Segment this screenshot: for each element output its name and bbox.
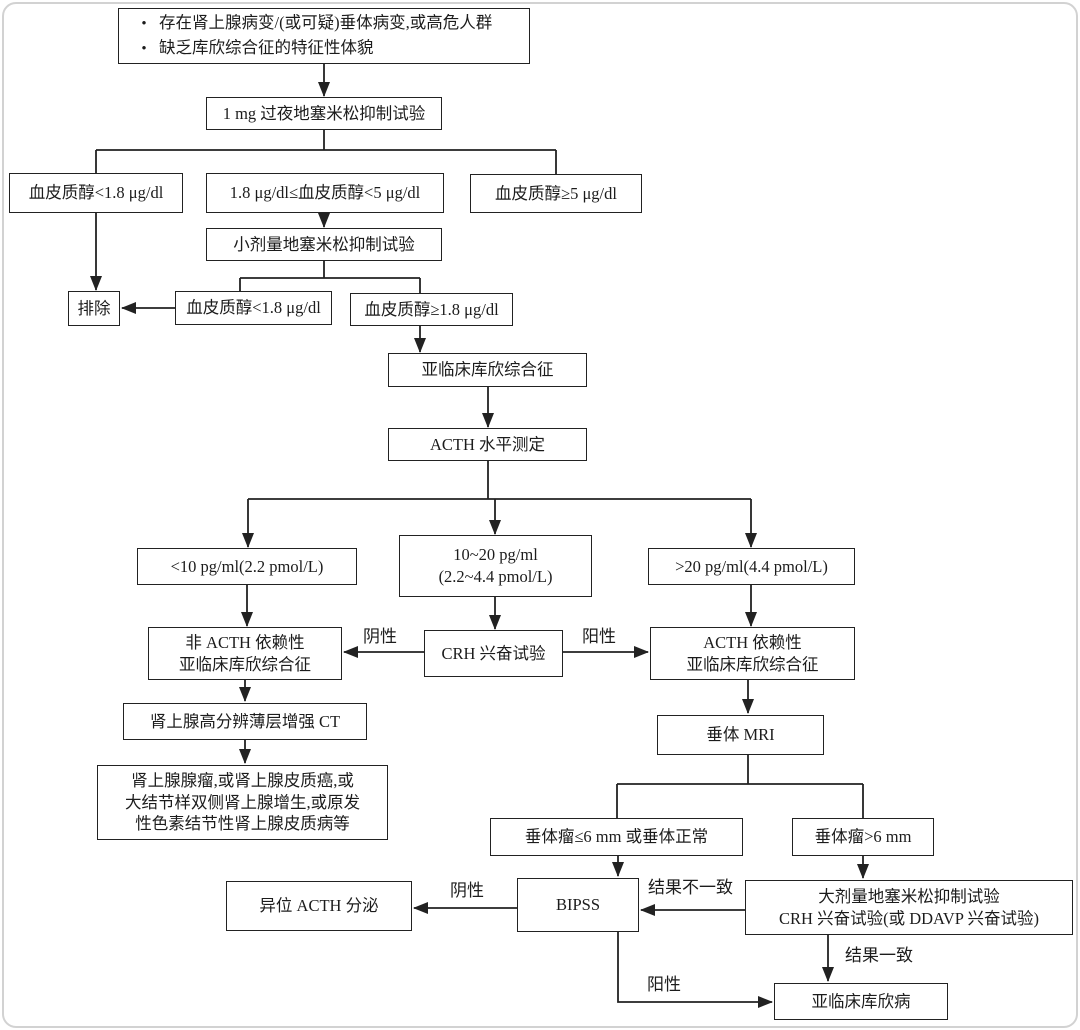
- node-cortisol-ge-5: 血皮质醇≥5 μg/dl: [470, 174, 642, 213]
- node-pituitary-mri: 垂体 MRI: [657, 715, 824, 755]
- node-initial-criteria: • 存在肾上腺病变/(或可疑)垂体病变,或高危人群 • 缺乏库欣综合征的特征性体…: [118, 8, 530, 64]
- node-cortisol-1-8-to-5: 1.8 μg/dl≤血皮质醇<5 μg/dl: [206, 173, 444, 213]
- edge-label-results-consistent: 结果一致: [845, 946, 913, 965]
- node-subclinical-cushing-syndrome: 亚临床库欣综合征: [388, 353, 587, 387]
- node-acth-gt-20: >20 pg/ml(4.4 pmol/L): [648, 548, 855, 585]
- node-bipss: BIPSS: [517, 878, 639, 932]
- initial-criteria-line-2: 缺乏库欣综合征的特征性体貌: [159, 38, 374, 57]
- node-acth-measurement: ACTH 水平测定: [388, 428, 587, 461]
- bullet-icon: •: [141, 16, 147, 33]
- node-acth-dependent: ACTH 依赖性 亚临床库欣综合征: [650, 627, 855, 680]
- node-high-dose-dst: 大剂量地塞米松抑制试验 CRH 兴奋试验(或 DDAVP 兴奋试验): [745, 880, 1073, 935]
- node-cortisol2-ge-1-8: 血皮质醇≥1.8 μg/dl: [350, 293, 513, 326]
- node-adrenal-ct: 肾上腺高分辨薄层增强 CT: [123, 703, 367, 740]
- initial-criteria-line-1: 存在肾上腺病变/(或可疑)垂体病变,或高危人群: [159, 13, 493, 33]
- node-ectopic-acth: 异位 ACTH 分泌: [226, 881, 412, 931]
- node-low-dose-dst: 小剂量地塞米松抑制试验: [206, 228, 442, 261]
- edge-label-results-inconsistent: 结果不一致: [648, 878, 733, 897]
- node-crh-stimulation-test: CRH 兴奋试验: [424, 630, 563, 677]
- edge-label-bipss-positive: 阳性: [647, 975, 681, 994]
- node-non-acth-dependent: 非 ACTH 依赖性 亚临床库欣综合征: [148, 627, 342, 680]
- node-acth-10-20: 10~20 pg/ml (2.2~4.4 pmol/L): [399, 535, 592, 597]
- edge-label-crh-positive: 阳性: [582, 627, 616, 646]
- node-exclude: 排除: [68, 291, 120, 326]
- node-pituitary-le-6mm: 垂体瘤≤6 mm 或垂体正常: [490, 818, 743, 856]
- edge-label-bipss-negative: 阴性: [450, 881, 484, 900]
- bullet-icon: •: [141, 41, 147, 57]
- node-acth-lt-10: <10 pg/ml(2.2 pmol/L): [137, 548, 357, 585]
- node-cortisol-lt-1-8: 血皮质醇<1.8 μg/dl: [9, 173, 183, 213]
- node-pituitary-gt-6mm: 垂体瘤>6 mm: [792, 818, 934, 856]
- node-adrenal-outcome: 肾上腺腺瘤,或肾上腺皮质癌,或 大结节样双侧肾上腺增生,或原发 性色素结节性肾上…: [97, 765, 388, 840]
- node-cortisol2-lt-1-8: 血皮质醇<1.8 μg/dl: [175, 291, 332, 325]
- edge-label-crh-negative: 阴性: [363, 627, 397, 646]
- node-overnight-dst: 1 mg 过夜地塞米松抑制试验: [206, 97, 442, 130]
- node-subclinical-cushing-disease: 亚临床库欣病: [774, 983, 948, 1020]
